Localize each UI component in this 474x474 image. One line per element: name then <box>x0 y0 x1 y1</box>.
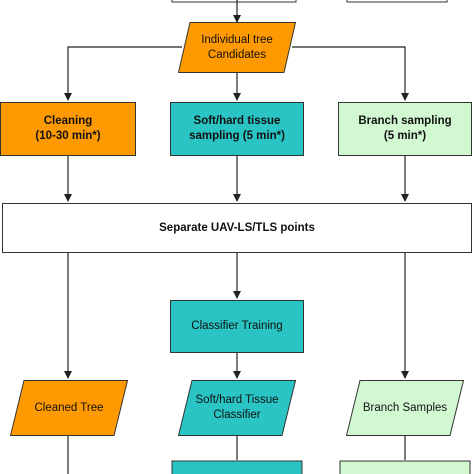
tissue-sampling-line1: Soft/hard tissue <box>193 115 281 127</box>
separate-points-node: Separate UAV-LS/TLS points <box>2 203 472 253</box>
cleaned-tree-node: Cleaned Tree <box>10 380 128 436</box>
cleaning-node: Cleaning (10-30 min*) <box>0 102 136 156</box>
branch-sampling-line2: (5 min*) <box>383 130 427 142</box>
cleaning-line1: Cleaning <box>43 115 93 127</box>
tissue-classifier-line2: Classifier <box>213 409 261 421</box>
cleaning-line2: (10-30 min*) <box>35 130 101 142</box>
branch-sampling-node: Branch sampling (5 min*) <box>338 102 472 156</box>
arrow-candidates-to-branch-sampling <box>292 46 409 101</box>
candidates-node: Individual tree Candidates <box>178 22 296 73</box>
candidates-line2: Candidates <box>207 48 267 61</box>
cleaned-tree-label: Cleaned Tree <box>34 401 104 414</box>
arrow-candidates-to-cleaning <box>64 46 182 101</box>
tissue-sampling-node: Soft/hard tissue sampling (5 min*) <box>170 102 304 156</box>
branch-samples-node: Branch Samples <box>346 380 464 436</box>
top-box-cropped-left <box>171 0 297 3</box>
branch-sampling-line1: Branch sampling <box>358 115 452 127</box>
tissue-sampling-line2: sampling (5 min*) <box>189 130 285 142</box>
bottom-box-cropped-center <box>171 460 303 474</box>
tissue-classifier-node: Soft/hard Tissue Classifier <box>178 380 296 436</box>
tissue-classifier-line1: Soft/hard Tissue <box>195 394 279 406</box>
classifier-training-node: Classifier Training <box>170 300 304 353</box>
bottom-box-cropped-right <box>339 460 471 474</box>
top-box-cropped-right <box>346 0 448 3</box>
separate-points-label: Separate UAV-LS/TLS points <box>159 221 315 234</box>
candidates-line1: Individual tree <box>201 33 273 46</box>
classifier-training-label: Classifier Training <box>191 320 283 332</box>
branch-samples-label: Branch Samples <box>362 401 448 414</box>
